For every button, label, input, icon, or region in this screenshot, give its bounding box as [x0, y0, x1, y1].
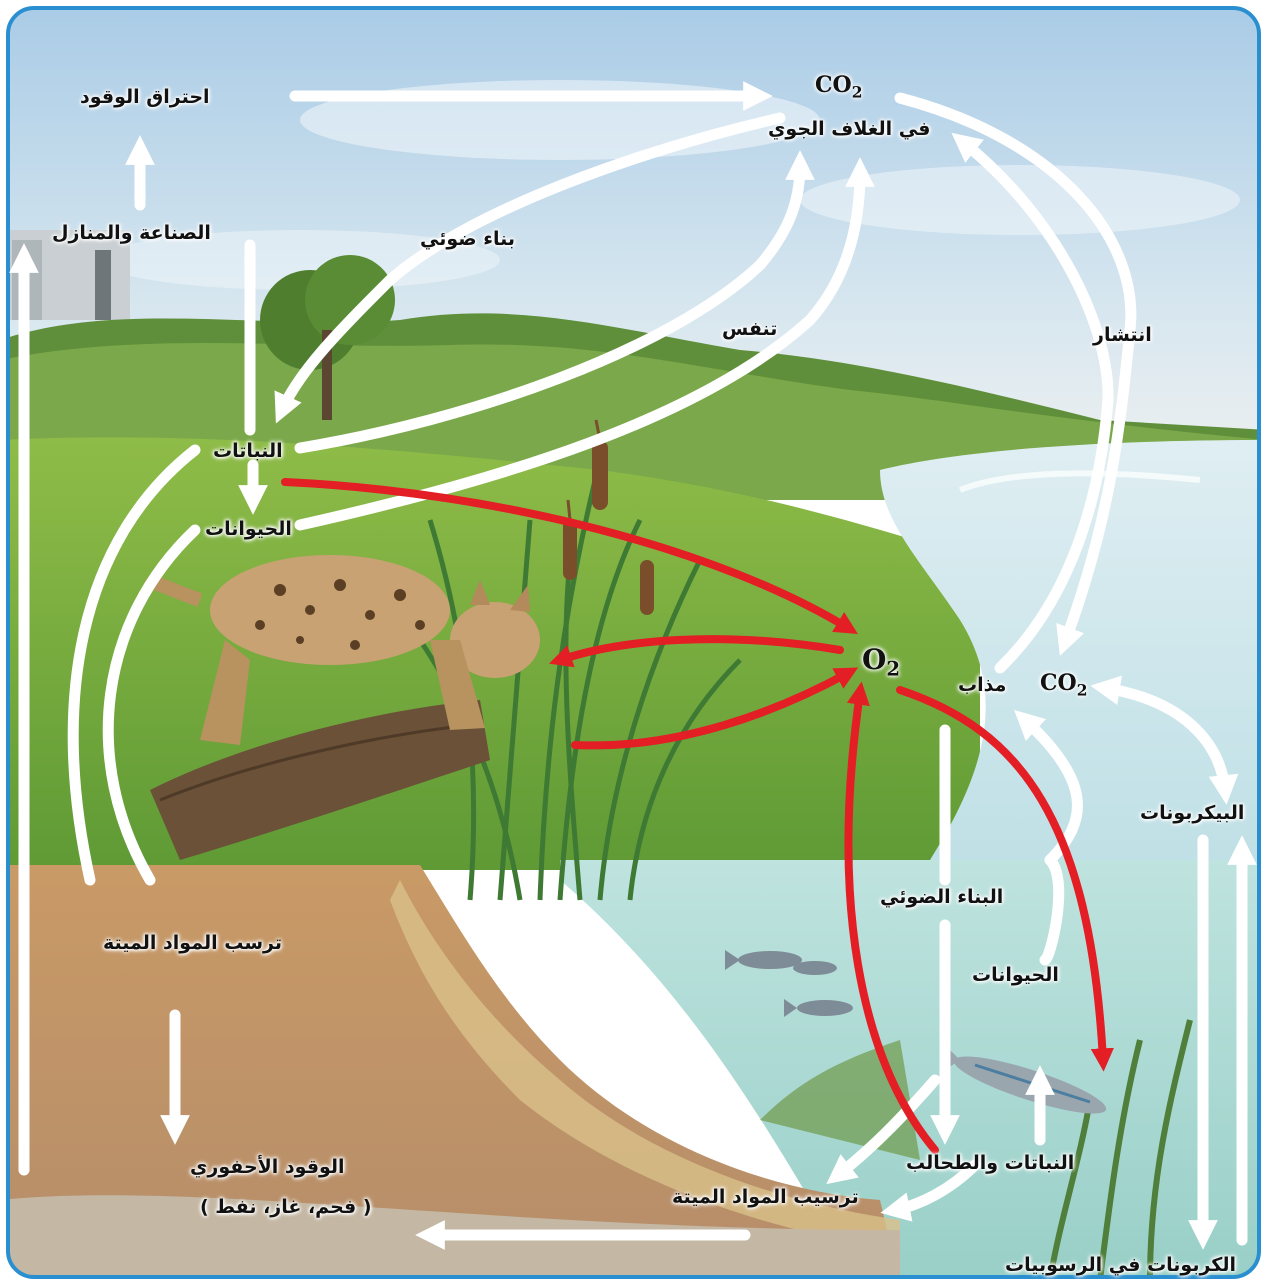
atmosphere-co2-formula: CO2 — [815, 72, 862, 101]
aquatic-photosynthesis-label: البناء الضوئي — [880, 886, 1003, 908]
fossil-fuel-types-label: ( فحم، غاز، نفط ) — [200, 1196, 372, 1218]
fuel-combustion-label: احتراق الوقود — [80, 86, 210, 108]
carbonates-in-sediments-label: الكربونات في الرسوبيات — [1005, 1254, 1236, 1276]
plants-and-algae-label: النباتات والطحالب — [906, 1152, 1074, 1174]
dissolved-co2-label: مذاب — [958, 674, 1006, 696]
oxygen-formula: O2 — [862, 643, 900, 681]
animals-label: الحيوانات — [205, 518, 292, 540]
dissolved-co2-formula: CO2 — [1040, 670, 1087, 699]
dead-matter-deposition-label: ترسب المواد الميتة — [103, 932, 282, 954]
industry-homes-label: الصناعة والمنازل — [52, 222, 211, 244]
fossil-fuel-label: الوقود الأحفوري — [190, 1156, 345, 1178]
respiration-label: تنفس — [722, 318, 777, 340]
diffusion-label: انتشار — [1093, 324, 1152, 346]
atmosphere-co2-label: في الغلاف الجوي — [768, 118, 930, 140]
plants-label: النباتات — [213, 440, 283, 462]
bicarbonates-label: البيكربونات — [1140, 802, 1244, 824]
photosynthesis-label: بناء ضوئي — [420, 228, 515, 250]
dead-matter-sedimentation-label: ترسيب المواد الميتة — [672, 1186, 859, 1208]
aquatic-animals-label: الحيوانات — [972, 964, 1059, 986]
